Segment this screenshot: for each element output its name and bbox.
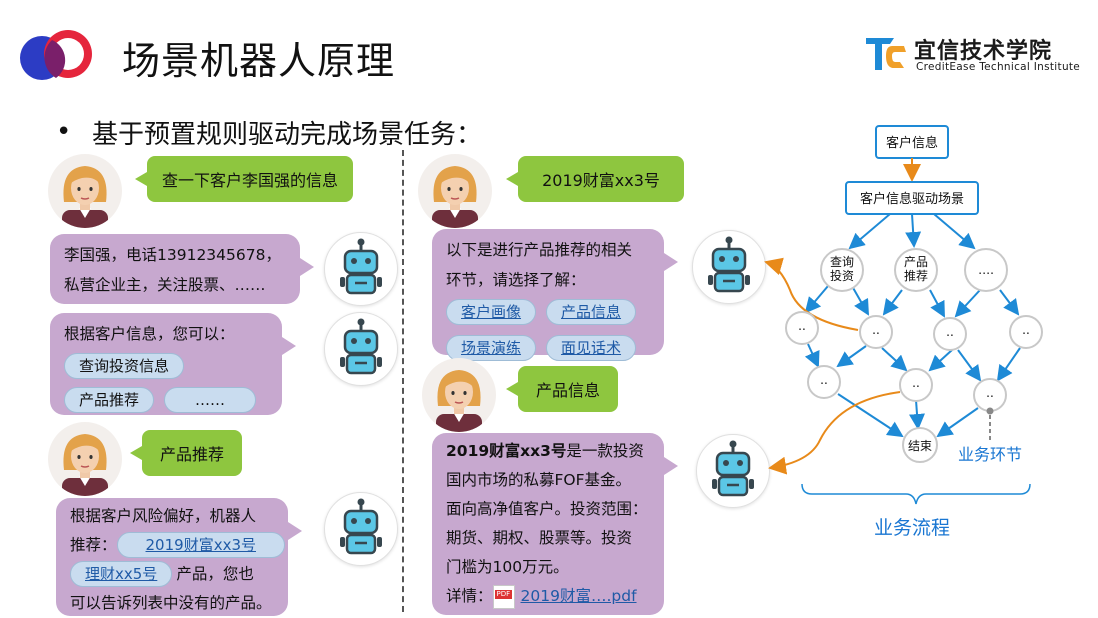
user-avatar bbox=[48, 422, 122, 496]
robot-avatar bbox=[692, 230, 766, 304]
svg-text:..: .. bbox=[912, 376, 920, 390]
user-avatar bbox=[418, 154, 492, 228]
svg-text:投资: 投资 bbox=[830, 268, 854, 283]
bot-sections-bubble: 以下是进行产品推荐的相关 环节，请选择了解： 客户画像产品信息 场景演练面见话术 bbox=[432, 229, 678, 361]
flow-node bbox=[785, 311, 819, 345]
robot-icon bbox=[340, 318, 382, 375]
chip-meeting-script[interactable]: 面见话术 bbox=[546, 335, 637, 361]
brand-logo-icon bbox=[866, 38, 906, 70]
flow-arrow-to-robot bbox=[768, 391, 901, 475]
bot-product-detail-bubble: 2019财富xx3号是一款投资 国内市场的私募FOF基金。 面向高净值客户。投资… bbox=[432, 433, 678, 615]
flow-node-more bbox=[964, 248, 1008, 292]
product-desc-line: 是一款投资 bbox=[566, 442, 644, 460]
process-brace bbox=[801, 483, 1031, 505]
bot-recommend-line: 可以告诉列表中没有的产品。 bbox=[70, 594, 272, 612]
flow-box-customer-info-label: 客户信息 bbox=[886, 135, 938, 151]
robot-avatar bbox=[696, 434, 770, 508]
flow-node-product bbox=[894, 248, 938, 292]
product-name: 2019财富xx3号 bbox=[446, 442, 567, 460]
flow-node bbox=[933, 317, 967, 351]
brand-subtitle: CreditEase Technical Institute bbox=[916, 61, 1081, 73]
user-avatar bbox=[422, 358, 496, 432]
bot-recommend-line: 根据客户风险偏好，机器人 bbox=[70, 507, 257, 525]
step-label: 业务环节 bbox=[958, 445, 1022, 464]
bot-recommend-prefix: 推荐： bbox=[70, 536, 117, 554]
svg-text:推荐: 推荐 bbox=[904, 269, 928, 283]
pdf-download-link[interactable]: 2019财富….pdf bbox=[520, 587, 637, 605]
bot-sections-line: 以下是进行产品推荐的相关 bbox=[446, 241, 633, 259]
detail-label: 详情： bbox=[446, 587, 493, 605]
svg-text:..: .. bbox=[798, 319, 806, 333]
bot-reply-bubble: 李国强，电话13912345678， 私营企业主，关注股票、…… bbox=[50, 234, 314, 304]
flow-edges bbox=[804, 213, 1021, 438]
woman-avatar-icon bbox=[436, 370, 482, 432]
robot-icon bbox=[708, 236, 750, 293]
flow-node-product-label: 产品 bbox=[904, 255, 928, 269]
user-avatar bbox=[48, 154, 122, 228]
woman-avatar-icon bbox=[432, 166, 478, 228]
svg-text:..: .. bbox=[986, 386, 994, 400]
flow-node bbox=[1009, 315, 1043, 349]
chip-product-info[interactable]: 产品信息 bbox=[546, 299, 637, 325]
product-link-2019[interactable]: 2019财富xx3号 bbox=[116, 532, 285, 558]
flow-arrow-to-robot bbox=[764, 257, 859, 331]
flow-node-more-label: …. bbox=[978, 263, 994, 277]
chip-customer-profile[interactable]: 客户画像 bbox=[446, 299, 537, 325]
chip-product-recommend[interactable]: 产品推荐 bbox=[64, 387, 155, 413]
flow-node-end bbox=[902, 427, 938, 463]
flow-node-end-label: 结束 bbox=[908, 439, 932, 453]
chip-more[interactable]: …… bbox=[164, 387, 257, 413]
svg-text:..: .. bbox=[946, 325, 954, 339]
robot-icon bbox=[340, 498, 382, 555]
woman-avatar-icon bbox=[62, 166, 108, 228]
flow-node bbox=[807, 365, 841, 399]
bullet-icon: • bbox=[56, 117, 72, 147]
svg-text:..: .. bbox=[820, 373, 828, 387]
product-desc-line: 国内市场的私募FOF基金。 bbox=[446, 471, 632, 489]
flow-box-scene-label: 客户信息驱动场景 bbox=[860, 191, 964, 207]
bot-options-bubble: 根据客户信息，您可以： 查询投资信息 产品推荐 …… bbox=[50, 313, 296, 415]
brand-name: 宜信技术学院 bbox=[914, 39, 1053, 64]
svg-text:..: .. bbox=[1022, 323, 1030, 337]
column-divider bbox=[402, 150, 404, 612]
bot-sections-line: 环节，请选择了解： bbox=[446, 271, 586, 289]
flow-node-query bbox=[820, 248, 864, 292]
page-title: 场景机器人原理 bbox=[122, 39, 396, 83]
product-link-licai[interactable]: 理财xx5号 bbox=[70, 561, 173, 587]
process-label: 业务流程 bbox=[874, 517, 950, 539]
svg-text:..: .. bbox=[872, 323, 880, 337]
pdf-file-icon: PDF bbox=[492, 584, 515, 609]
robot-avatar bbox=[324, 492, 398, 566]
bot-reply-line: 私营企业主，关注股票、…… bbox=[64, 276, 266, 294]
robot-avatar bbox=[324, 312, 398, 386]
robot-avatar bbox=[324, 232, 398, 306]
user-message-bubble: 2019财富xx3号 bbox=[506, 156, 684, 202]
product-desc-line: 面向高净值客户。投资范围： bbox=[446, 500, 648, 518]
bot-reply-line: 李国强，电话13912345678， bbox=[64, 246, 281, 264]
flow-node bbox=[899, 368, 933, 402]
woman-avatar-icon bbox=[62, 434, 108, 496]
step-marker-dot bbox=[986, 407, 994, 415]
user-message-bubble: 产品推荐 bbox=[130, 430, 242, 476]
user-message-bubble: 产品信息 bbox=[506, 366, 618, 412]
chip-query-investment[interactable]: 查询投资信息 bbox=[64, 353, 185, 379]
product-desc-line: 期货、期权、股票等。投资 bbox=[446, 529, 633, 547]
robot-icon bbox=[340, 238, 382, 295]
bot-options-intro: 根据客户信息，您可以： bbox=[64, 325, 235, 343]
slide-subtitle: 基于预置规则驱动完成场景任务： bbox=[92, 120, 483, 150]
product-desc-line: 门槛为100万元。 bbox=[446, 558, 569, 576]
flow-node bbox=[859, 315, 893, 349]
robot-icon bbox=[712, 440, 754, 497]
user-message-bubble: 查一下客户李国强的信息 bbox=[135, 156, 353, 202]
chip-scenario-drill[interactable]: 场景演练 bbox=[446, 335, 537, 361]
bot-recommend-after: 产品，您也 bbox=[176, 565, 254, 583]
bot-recommend-bubble: 根据客户风险偏好，机器人 推荐：2019财富xx3号 理财xx5号产品，您也 可… bbox=[56, 498, 302, 616]
logo-circles-icon bbox=[20, 30, 92, 80]
flow-node-query-label: 查询 bbox=[830, 255, 854, 269]
